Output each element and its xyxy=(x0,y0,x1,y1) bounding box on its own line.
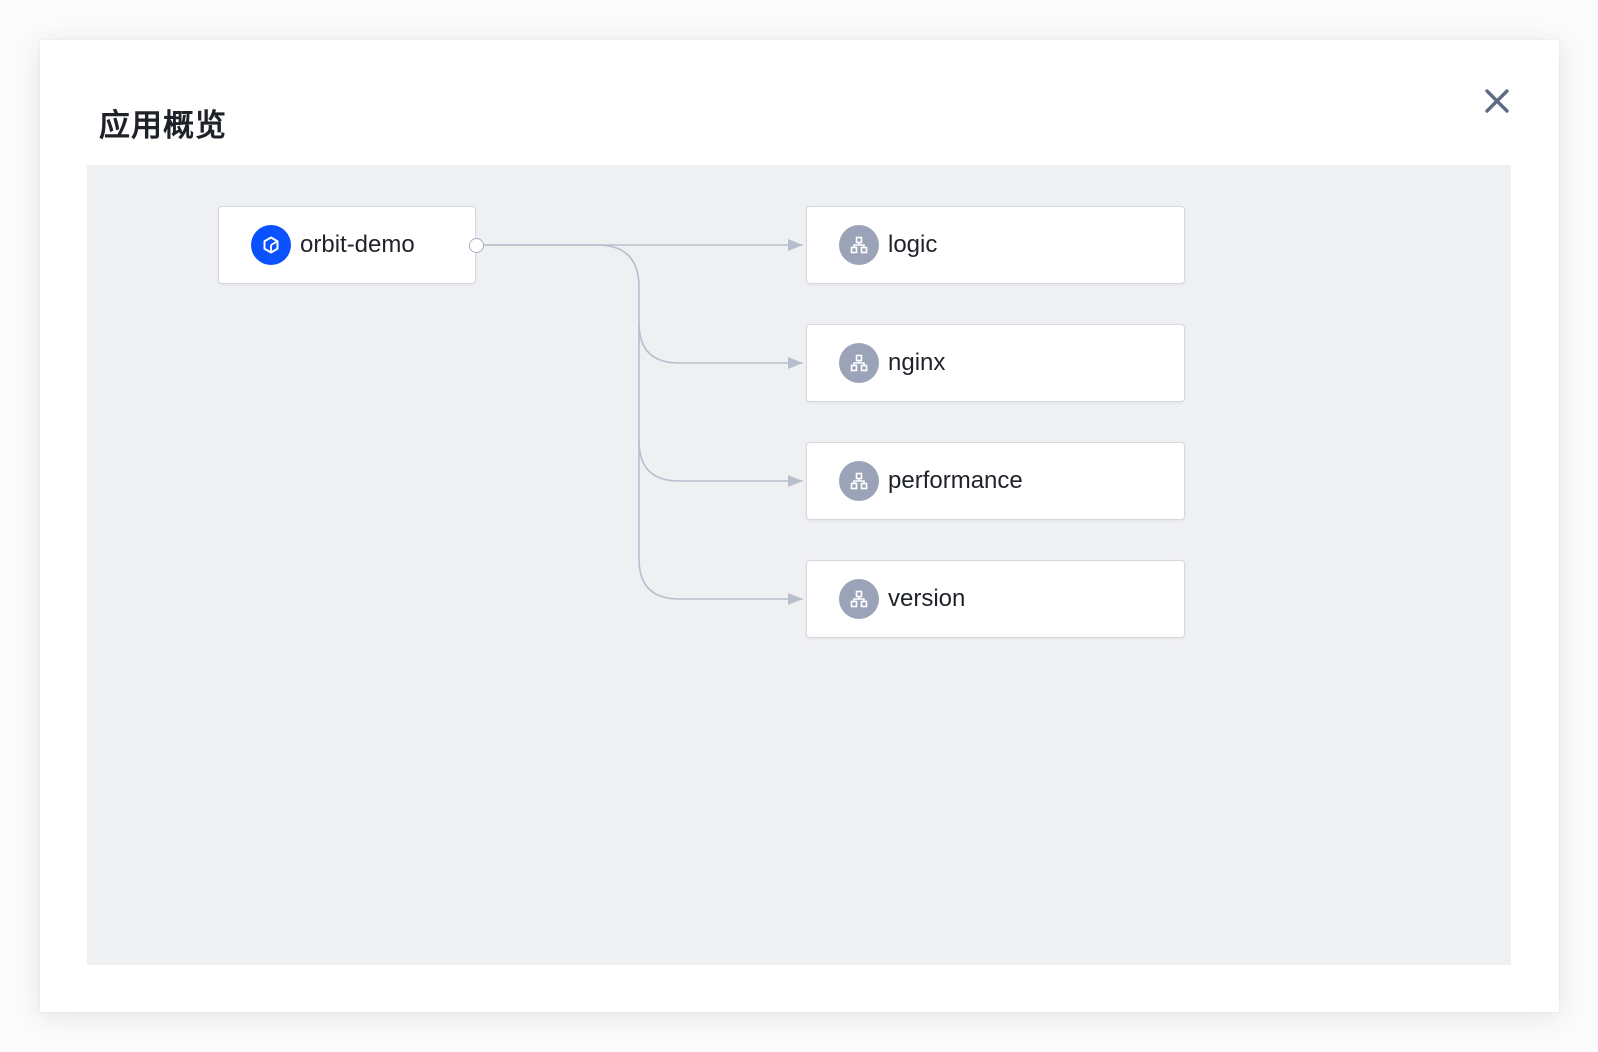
arrow-logic xyxy=(788,239,803,251)
node-performance[interactable]: performance xyxy=(806,442,1185,520)
node-label: nginx xyxy=(888,349,946,376)
close-button[interactable] xyxy=(1479,83,1515,119)
node-version[interactable]: version xyxy=(806,560,1185,638)
node-orbit-demo[interactable]: orbit-demo xyxy=(218,206,476,284)
edge-version xyxy=(638,441,803,600)
service-tree-icon xyxy=(839,225,879,265)
edge-nginx xyxy=(484,244,803,364)
edge-performance xyxy=(638,323,803,482)
node-label: logic xyxy=(888,231,938,258)
output-port[interactable] xyxy=(469,238,484,253)
arrow-version xyxy=(788,593,803,605)
node-label: orbit-demo xyxy=(300,231,415,258)
app-cube-icon xyxy=(251,225,291,265)
modal-title: 应用概览 xyxy=(99,108,227,143)
service-tree-icon xyxy=(839,461,879,501)
edges xyxy=(484,239,803,605)
close-icon xyxy=(1485,89,1509,113)
service-tree-icon xyxy=(839,343,879,383)
node-logic[interactable]: logic xyxy=(806,206,1185,284)
arrow-nginx xyxy=(788,357,803,369)
node-nginx[interactable]: nginx xyxy=(806,324,1185,402)
arrow-performance xyxy=(788,475,803,487)
topology-canvas: orbit-demo logic xyxy=(87,165,1511,965)
service-tree-icon xyxy=(839,579,879,619)
node-label: version xyxy=(888,585,966,612)
app-overview-modal: 应用概览 xyxy=(40,40,1559,1012)
node-label: performance xyxy=(888,467,1023,494)
